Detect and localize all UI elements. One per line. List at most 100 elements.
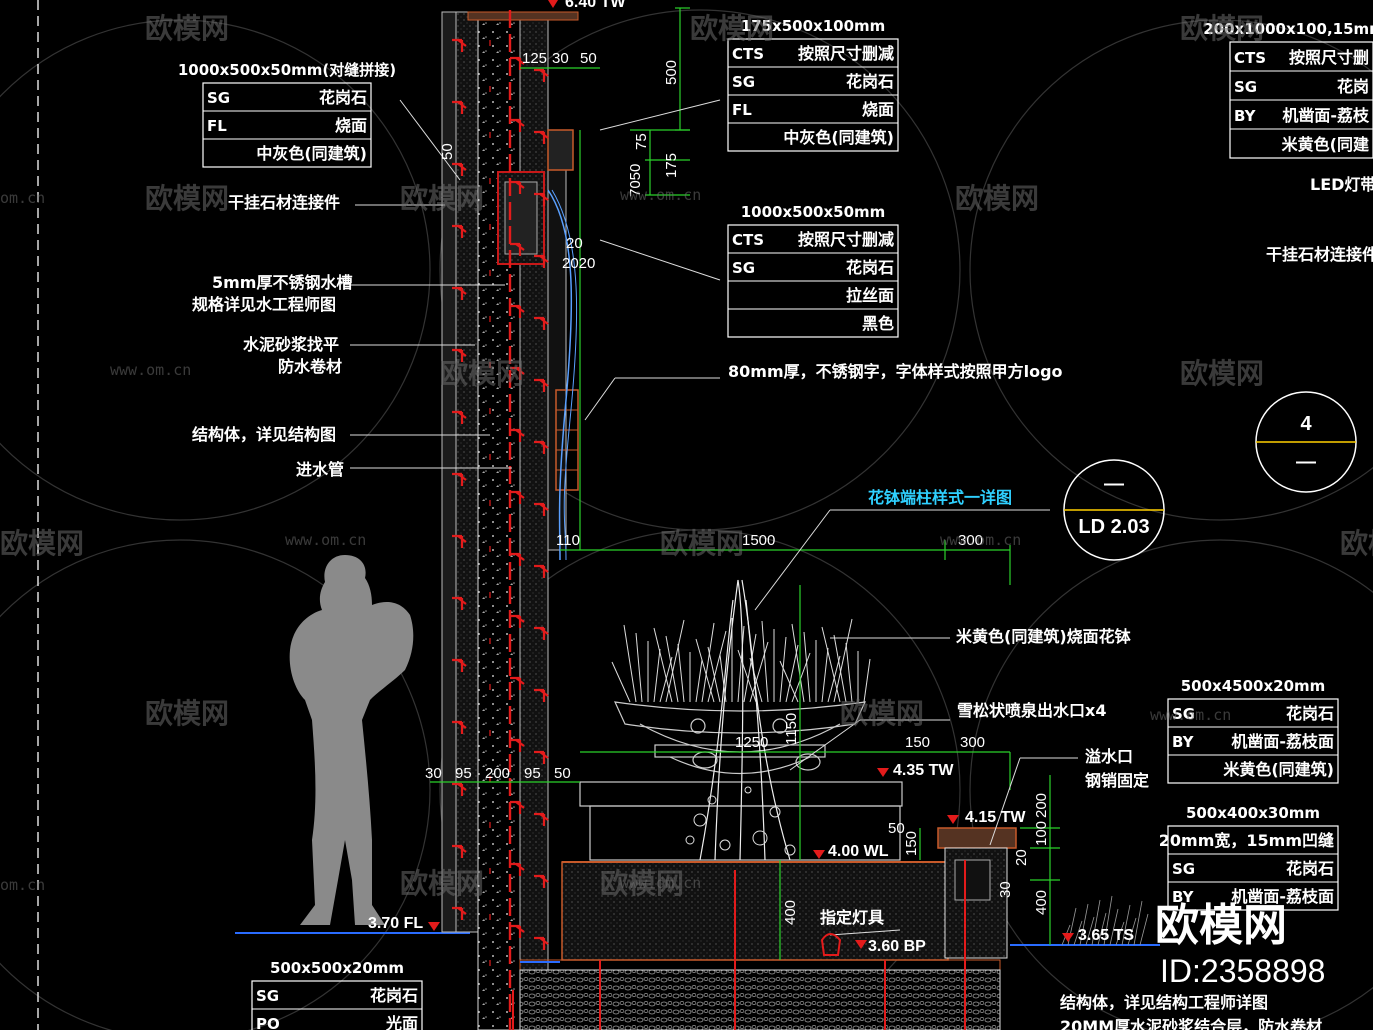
table-code: PO [256,1015,280,1030]
plant-stem [785,644,799,703]
watermark-brand: 欧模网 [1180,357,1264,390]
anchor-bolt-icon [452,100,467,114]
plant-stem [779,660,799,703]
callout-light: 指定灯具 [820,908,884,927]
plant-stem [635,632,643,703]
plant-stem [695,638,715,703]
table-code: BY [1234,107,1257,125]
anchor-bolt-icon [452,162,467,176]
dim-75: 75 [633,133,650,150]
callout-steel-tank-2: 规格详见水工程师图 [192,295,336,314]
plant-stem [707,646,721,703]
anchor-bolt-icon [452,596,467,610]
plant-stem [611,661,631,703]
table-title: 1000x500x50mm [741,203,886,221]
callout-urn-detail: 花钵端柱样式一详图 [868,488,1012,507]
table-title: 175x500x100mm [741,17,886,35]
bubble-mark [784,844,796,856]
bubble-4-top: 4 [1300,413,1312,435]
anchor-bolt-icon [534,378,549,392]
watermark-brand: 欧模网 [145,697,229,730]
table-code: FL [732,101,752,119]
watermark-brand: 欧模网 [145,182,229,215]
plant-stem [821,626,841,703]
bubble-mark [752,830,768,846]
table-code: SG [1172,860,1195,878]
anchor-bolt-icon [452,472,467,486]
watermark-url: www.om.cn [620,186,701,204]
callout-mortar-1: 水泥砂浆找平 [243,335,339,354]
section-bubble-4: 4 — [1255,391,1357,493]
anchor-bolt-icon [452,348,467,362]
anchor-bolt-icon [510,862,525,876]
shrub-stem [1103,895,1113,946]
dim-400b: 400 [1033,890,1050,915]
dim-95b: 95 [524,765,541,782]
table-value: 中灰色(同建筑) [783,128,894,147]
watermark-url: www.om.cn [940,531,1021,549]
callout-structure: 结构体，详见结构图 [191,425,336,444]
anchor-bolt-icon [452,410,467,424]
anchor-bolt-icon [452,38,467,52]
material-table-t4: 200x1000x100,15mm倒CTS按照尺寸删SG花岗BY机凿面-荔枝米黄… [1203,20,1373,159]
watermarks: 欧模网欧模网欧模网欧模网欧模网欧模网欧模网欧模网欧模网欧模网欧模网欧模网欧模网欧… [0,12,1373,900]
shrub-stem [1115,921,1125,946]
fountain-basin [519,827,1017,1030]
anchor-bolt-icon [510,490,525,504]
anchor-bolt-icon [534,316,549,330]
level-tw2: 4.15 TW [965,809,1026,826]
plant-stem [719,654,727,703]
shrub-stem [1085,916,1095,946]
dim-300: 300 [958,532,983,549]
watermark-arcs [0,9,1373,1030]
dim-30: 30 [552,50,569,67]
dim-50: 50 [580,50,597,67]
watermark-url-short: om.cn [0,876,45,894]
level-markers [428,0,1074,949]
bubble-ld-top: — [1104,473,1124,495]
watermark-brand: 欧模网 [400,867,484,900]
table-code: BY [1172,888,1195,906]
watermark-url: www.om.cn [285,531,366,549]
callout-fountain-nozzle: 雪松状喷泉出水口x4 [957,701,1106,720]
watermark-url: www.om.cn [620,874,701,892]
dim-30b: 30 [425,765,442,782]
shrub-stem [1121,904,1131,946]
table-value: 20mm宽，15mm凹缝 [1159,831,1334,850]
anchor-bolt-icon [510,242,525,256]
table-value: 拉丝面 [846,286,894,305]
table-code: SG [732,259,755,277]
anchor-bolt-icon [534,936,549,950]
callout-overflow-1: 溢水口 [1085,747,1133,766]
table-value: 光面 [385,1014,418,1030]
plant-stem [623,624,637,703]
callout-steel-letters: 80mm厚，不锈钢字，字体样式按照甲方logo [728,362,1063,381]
bubble-ld-bottom: LD 2.03 [1078,516,1149,538]
anchor-bolt-icon [510,738,525,752]
table-value: 按照尺寸删 [1289,48,1369,67]
plant-stem [863,658,871,703]
anchor-bolt-icon [510,924,525,938]
fountain-jet [699,579,791,861]
plant-stem [701,622,715,703]
plant-stem [791,652,811,703]
table-value: 米黄色(同建 [1282,135,1369,154]
anchor-bolt-icon [510,304,525,318]
table-value: 黑色 [862,314,894,333]
level-tw1: 4.35 TW [893,762,954,779]
flower-urn [579,701,903,861]
table-title: 500x4500x20mm [1181,677,1326,695]
plant-stem [833,618,853,703]
dim-50b: 50 [439,143,456,160]
anchor-bolt-icon [510,800,525,814]
table-code: SG [1234,78,1257,96]
table-code: BY [1172,733,1195,751]
plant-stem [695,659,703,703]
table-code: CTS [1234,49,1266,67]
fountain-bubbles [685,786,796,856]
table-code: SG [732,73,755,91]
